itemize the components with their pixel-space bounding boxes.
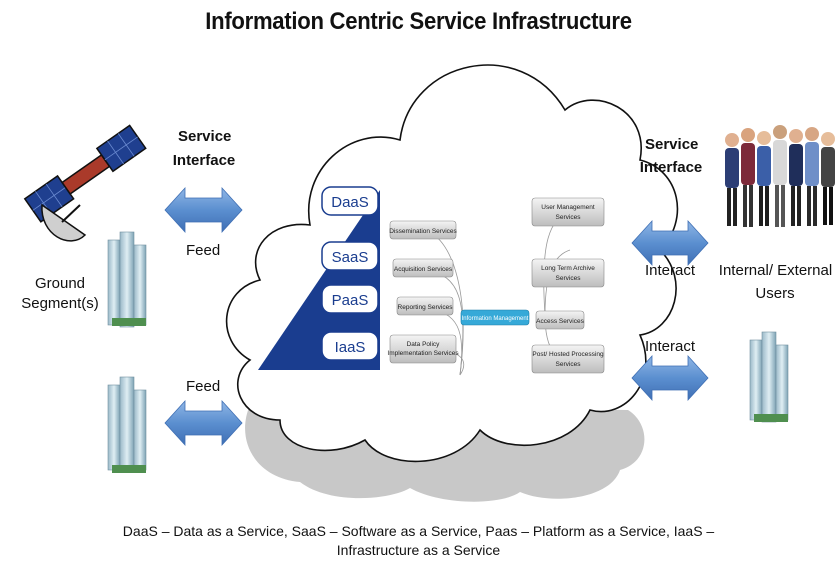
layer-box-paas (321, 284, 379, 314)
satellite-icon (23, 124, 147, 242)
svc-post-hosted-l2: Services (556, 361, 582, 368)
left-feed-top: Feed (186, 242, 221, 259)
people-group-icon (725, 125, 835, 227)
caption: DaaS – Data as a Service, SaaS – Softwar… (0, 522, 837, 560)
service-pyramid (258, 190, 380, 370)
arrow-right-service (631, 219, 709, 267)
svc-reporting: Reporting Services (398, 304, 454, 311)
svc-post-hosted-l1: Post/ Hosted Processing (532, 351, 604, 358)
center-node-label: Information Management (462, 316, 529, 322)
layer-daas: DaaS (331, 194, 369, 211)
svc-access: Access Services (536, 318, 584, 325)
layer-box-saas (321, 241, 379, 271)
diagram-title: Information Centric Service Infrastructu… (205, 8, 632, 35)
svc-archive-l1: Long Term Archive (541, 265, 595, 272)
left-feed-bottom: Feed (186, 378, 221, 395)
building-icon-ground-bottom (107, 376, 147, 473)
building-icon-users (749, 331, 789, 423)
svc-user-mgmt-l1: User Management (541, 204, 595, 211)
right-interact-top: Interact (645, 262, 696, 279)
layer-iaas: IaaS (335, 339, 366, 356)
arrow-left-feed (164, 399, 243, 447)
building-icon-ground-top (107, 231, 147, 328)
right-service-boxes (531, 197, 605, 374)
center-node-box (460, 309, 530, 326)
users-label-l2: Users (755, 285, 795, 302)
right-service-interface-l1: Service (645, 136, 699, 153)
svc-data-policy-l1: Data Policy (407, 341, 441, 348)
svc-user-mgmt-l2: Services (556, 214, 582, 221)
ground-segment-l1: Ground (34, 275, 86, 292)
svc-dissemination: Dissemination Services (389, 228, 457, 235)
users-label-l1: Internal/ External (718, 262, 833, 279)
layer-saas: SaaS (332, 249, 369, 266)
arrow-left-service (164, 186, 243, 234)
right-interact-bottom: Interact (645, 338, 696, 355)
left-service-boxes (389, 220, 457, 364)
layer-box-iaas (321, 331, 379, 361)
right-service-interface-l2: Interface (639, 159, 703, 176)
svc-acquisition: Acquisition Services (394, 266, 453, 273)
layer-box-daas (321, 186, 379, 216)
svc-archive-l2: Services (556, 275, 582, 282)
ground-segment-l2: Segment(s) (21, 295, 99, 312)
layer-paas: PaaS (332, 292, 369, 309)
caption-line-1: DaaS – Data as a Service, SaaS – Softwar… (122, 523, 715, 539)
left-service-interface-l1: Service (178, 128, 232, 145)
arrow-right-interact (631, 354, 709, 402)
svc-data-policy-l2: Implementation Services (387, 350, 459, 357)
left-service-interface-l2: Interface (172, 152, 236, 169)
caption-line-2: Infrastructure as a Service (336, 542, 501, 558)
